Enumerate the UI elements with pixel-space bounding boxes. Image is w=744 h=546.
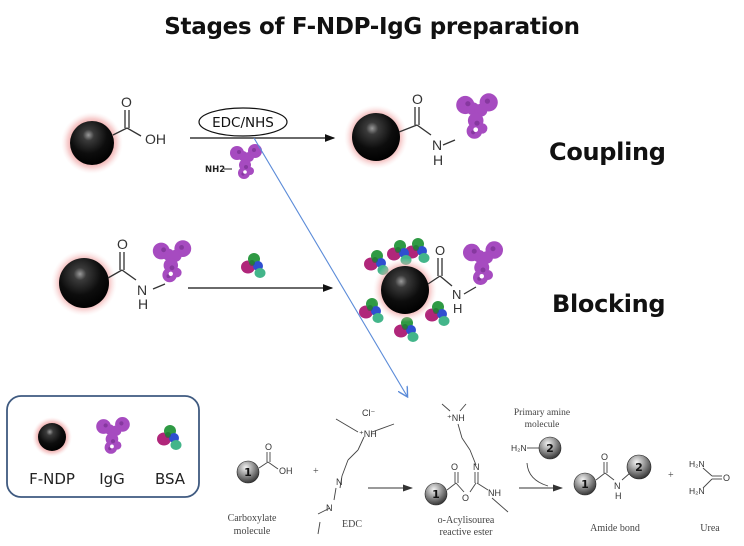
nh-label: NH [488, 488, 501, 498]
plus-sign: + [668, 470, 674, 481]
molecule-2-bead-icon [626, 454, 652, 480]
oxygen-label: O [412, 91, 423, 107]
nitrogen-label: N [452, 287, 461, 302]
urea-nh2-bottom: H₂N [689, 486, 705, 496]
urea-nh2-top: H₂N [689, 459, 705, 469]
oxygen-label: O [601, 452, 608, 462]
nitrogen-label: N [336, 477, 343, 487]
curved-arrow [526, 462, 549, 487]
reagent-ellipse [198, 107, 288, 137]
urea-structure [702, 467, 722, 489]
bead-1-label: 1 [581, 478, 589, 491]
intermediate-label-2: reactive ester [439, 527, 493, 538]
acylisourea-structure [441, 403, 509, 513]
coupling-reactant: O OH [61, 94, 166, 174]
product-label: Amide bond [590, 523, 640, 534]
amine-label-2: molecule [525, 420, 560, 430]
coupling-reagent: EDC/NHS NH2 [190, 107, 336, 179]
oxygen-label: O [723, 473, 730, 483]
oxygen-label: O [121, 94, 132, 110]
chloride-label: Cl⁻ [362, 408, 375, 418]
ammonium-label: ⁺NH [447, 413, 465, 423]
molecule-1-bead-icon [236, 460, 260, 484]
byproduct-label: Urea [700, 523, 720, 534]
nitrogen-label: N [473, 462, 480, 472]
hydrogen-label: H [433, 152, 443, 168]
bsa-protein-icon [241, 253, 266, 278]
nanodiamond-bead-icon [59, 258, 109, 308]
plus-sign: + [313, 466, 319, 477]
ammonium-label: ⁺NH [359, 429, 377, 439]
blocking-reagent [188, 253, 334, 292]
amide-bond-icon [398, 107, 456, 146]
intermediate-label: o-Acylisourea [438, 515, 495, 526]
igg-antibody-icon [456, 93, 498, 139]
nanodiamond-bead-icon [70, 121, 114, 165]
nitrogen-label: N [137, 282, 147, 298]
amide-bond-icon [427, 258, 477, 295]
nh2-label: NH2 [205, 165, 225, 175]
molecule-1-bead-icon [424, 482, 448, 506]
hydroxyl-label: OH [279, 466, 293, 476]
amide-product-structure [595, 462, 631, 481]
nanodiamond-bead-icon [381, 266, 429, 314]
legend-label-bsa: BSA [155, 470, 186, 488]
igg-antibody-icon [230, 144, 262, 179]
bead-1-label: 1 [432, 488, 440, 501]
bead-2-label: 2 [546, 442, 554, 455]
nitrogen-label: N [614, 481, 621, 491]
bead-1-label: 1 [244, 466, 252, 479]
stage-label-coupling: Coupling [549, 138, 666, 166]
igg-antibody-icon [152, 240, 192, 283]
carboxylate-label-2: molecule [234, 526, 271, 537]
hydroxyl-label: OH [145, 131, 166, 147]
molecule-1-bead-icon [573, 472, 597, 496]
hydrogen-label: H [615, 491, 622, 501]
nanodiamond-bead-icon [38, 423, 66, 451]
amine-label: Primary amine [514, 408, 570, 418]
legend-label-fndp: F-NDP [29, 470, 75, 488]
reagent-label: EDC/NHS [212, 115, 274, 131]
oxygen-label: O [451, 462, 458, 472]
stage-label-blocking: Blocking [552, 290, 666, 318]
oxygen-label: O [462, 493, 469, 503]
coupling-product: O N H [344, 91, 498, 169]
amide-bond-icon [107, 252, 166, 290]
mechanism-callout-arrow [253, 137, 407, 396]
oxygen-label: O [117, 236, 128, 252]
legend-label-igg: IgG [99, 470, 125, 488]
molecule-2-bead-icon [538, 436, 562, 460]
blocking-reactant: O N H [51, 236, 192, 316]
carboxylate-label: Carboxylate [228, 513, 277, 524]
edc-structure [317, 418, 395, 535]
hydrogen-label: H [453, 301, 462, 316]
nitrogen-label: N [326, 503, 333, 513]
legend: F-NDP IgG BSA [6, 395, 200, 498]
amine-group-label: H₂N [511, 443, 527, 453]
figure-title: Stages of F-NDP-IgG preparation [164, 14, 580, 40]
oxygen-label: O [435, 243, 445, 258]
edc-label: EDC [342, 519, 362, 530]
nanodiamond-bead-icon [352, 113, 400, 161]
carboxyl-group-icon [112, 110, 142, 137]
bead-2-label: 2 [635, 461, 643, 474]
edc-mechanism: 1 O OH Carboxylate molecule + Cl⁻ ⁺NH N … [228, 403, 730, 538]
nitrogen-label: N [432, 137, 442, 153]
blocking-product: O N H [359, 238, 503, 342]
oxygen-label: O [265, 442, 272, 452]
hydrogen-label: H [138, 296, 148, 312]
igg-antibody-icon [463, 241, 503, 285]
